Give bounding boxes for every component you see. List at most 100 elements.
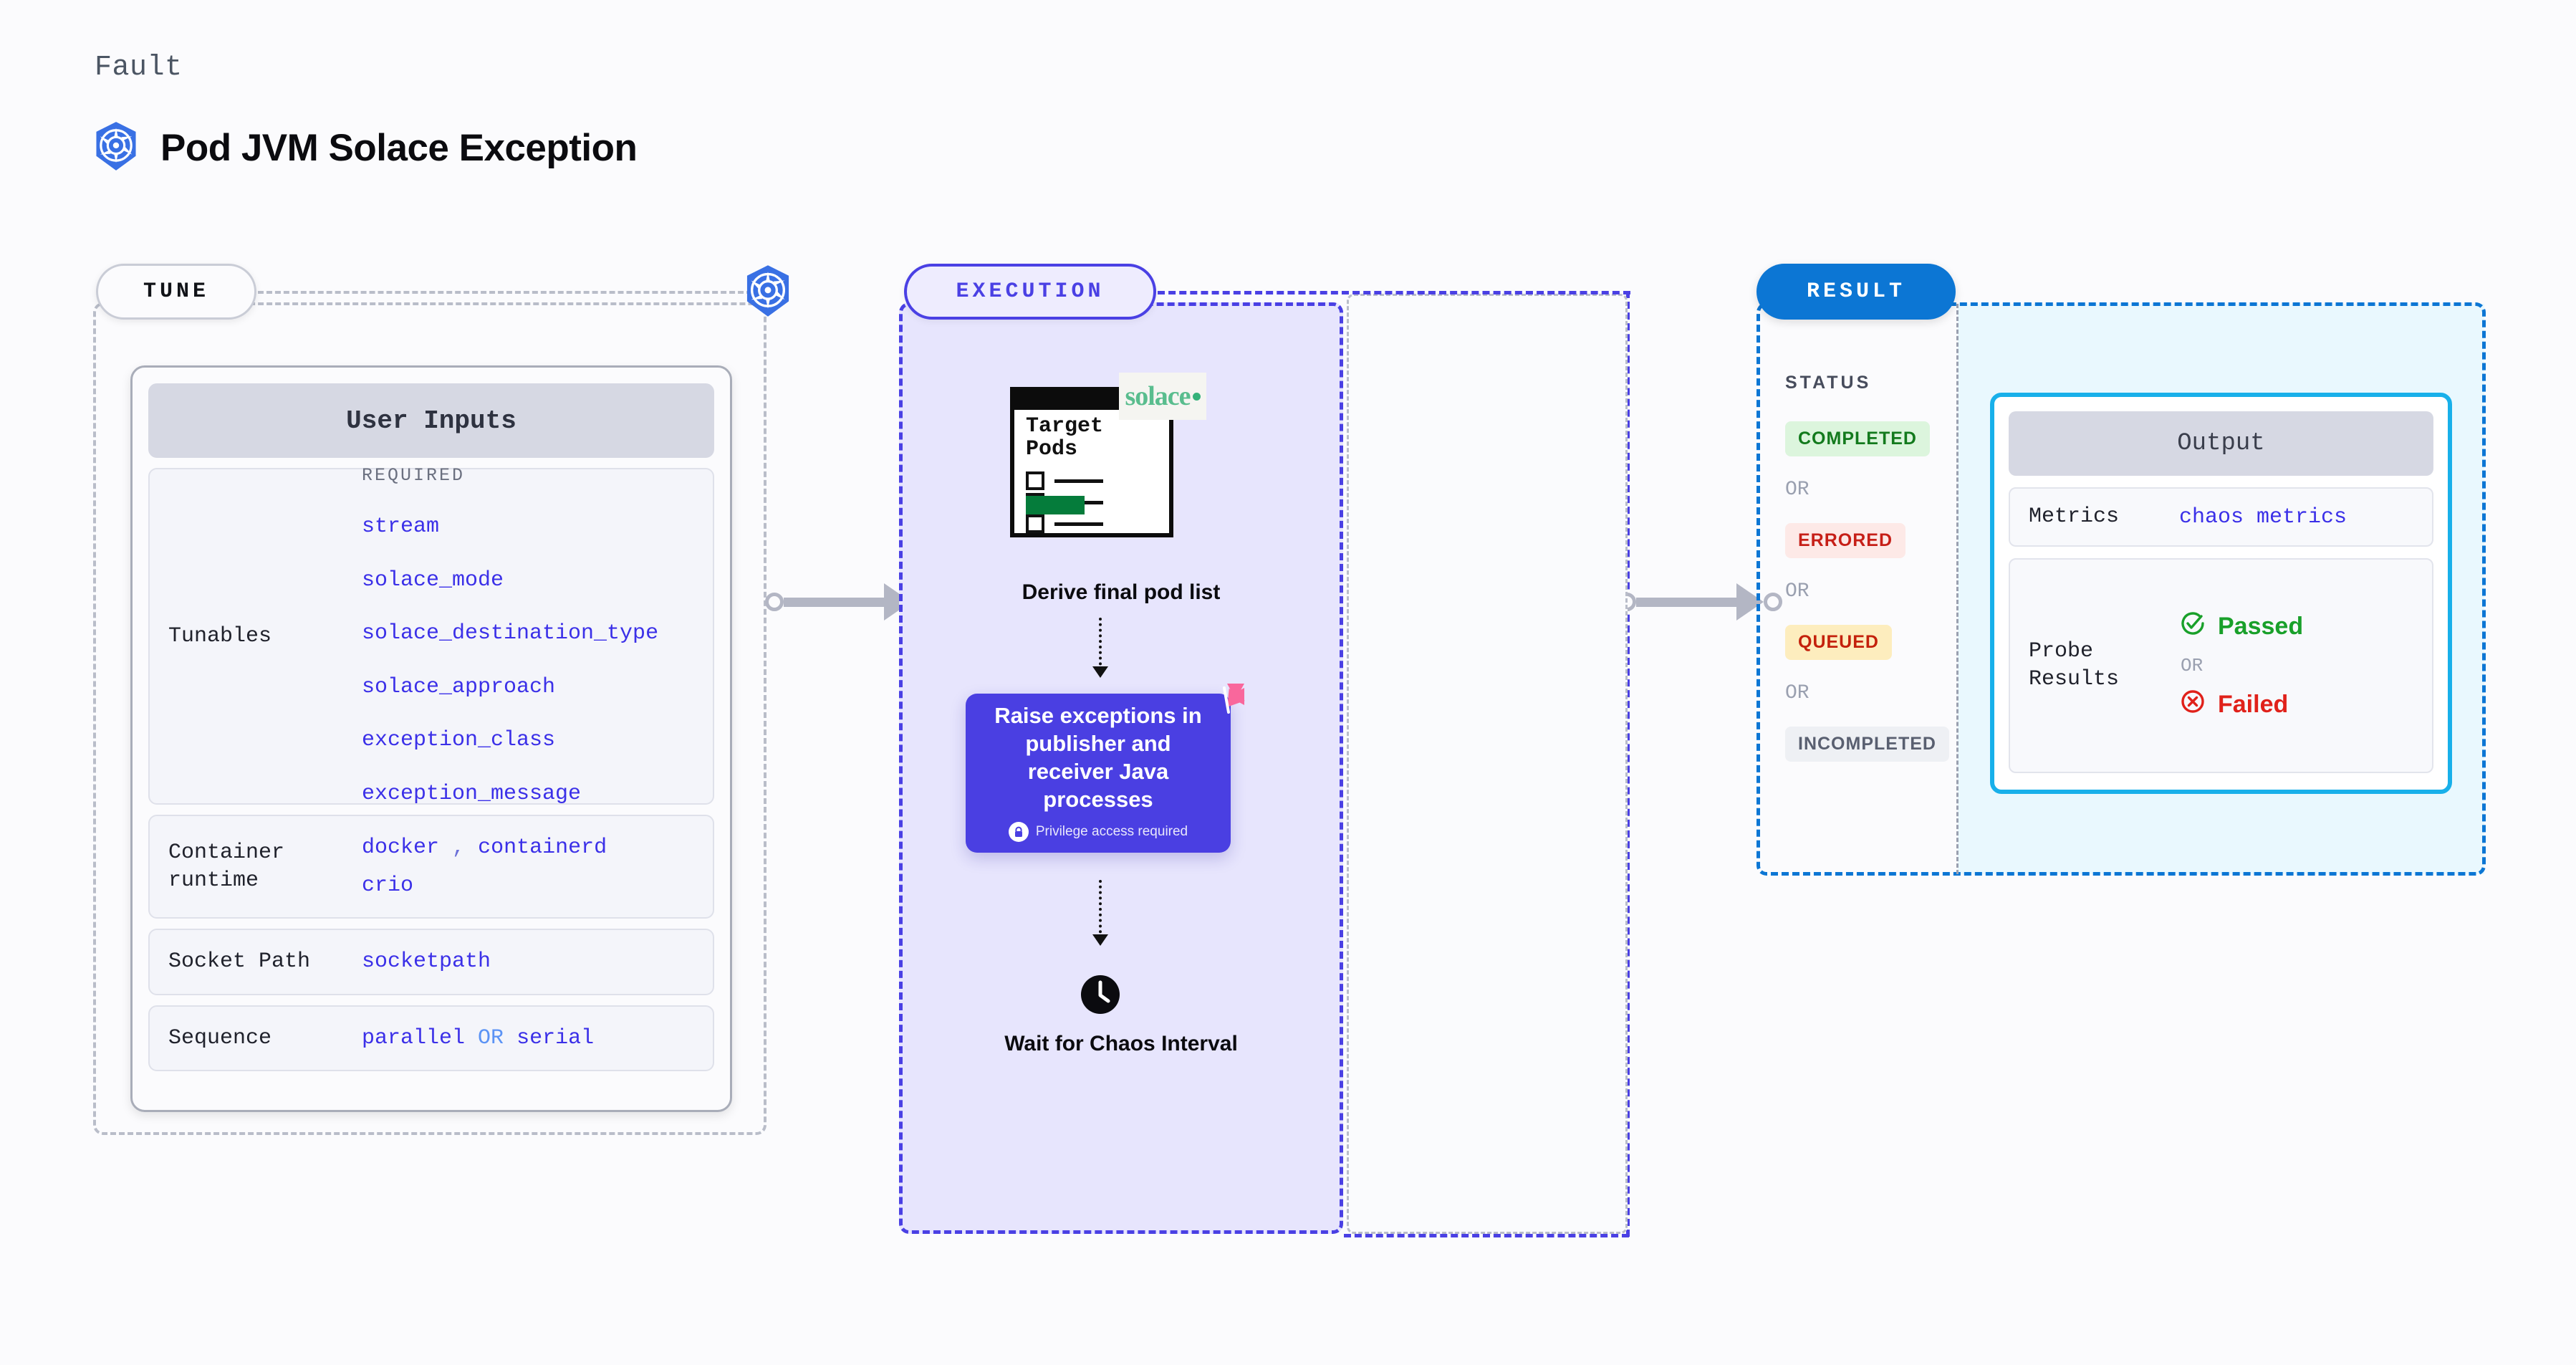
metrics-row: Metrics chaos metrics xyxy=(2009,487,2433,547)
sequence-option[interactable]: parallel xyxy=(362,1025,466,1050)
output-card: Output Metrics chaos metrics Probe Resul… xyxy=(1990,393,2452,794)
container-runtime-row: Container runtime docker , containerd cr… xyxy=(148,815,714,919)
socket-path-value[interactable]: socketpath xyxy=(362,949,491,974)
user-inputs-card: User Inputs Tunables REQUIRED stream sol… xyxy=(130,365,732,1112)
connector-bar xyxy=(784,597,884,607)
page-title-text: Pod JVM Solace Exception xyxy=(160,127,638,169)
result-stage-container xyxy=(1756,302,2486,876)
page-title: Pod JVM Solace Exception xyxy=(92,120,638,176)
tunables-key: Tunables xyxy=(168,623,272,648)
clock-icon xyxy=(1079,973,1122,1016)
arrowhead xyxy=(1092,934,1108,946)
tunable-item[interactable]: stream xyxy=(362,514,440,540)
checklist-item xyxy=(1026,471,1103,490)
output-title: Output xyxy=(2009,411,2433,476)
runtime-option[interactable]: containerd xyxy=(478,835,607,860)
execution-dashed-top xyxy=(1158,291,1630,294)
sequence-separator: OR xyxy=(478,1025,504,1050)
target-pods-title-line1: Target xyxy=(1026,414,1104,439)
metrics-key: Metrics xyxy=(2029,504,2120,529)
probe-results-row: Probe Results Passed OR xyxy=(2009,558,2433,773)
sequence-option[interactable]: serial xyxy=(516,1025,595,1050)
progress-bar xyxy=(1026,496,1085,514)
x-circle-icon xyxy=(2179,688,2206,722)
checklist-item xyxy=(1026,514,1103,533)
connector-end-node xyxy=(1764,593,1782,611)
probe-result-failed: Failed xyxy=(2179,688,2303,722)
line-placeholder xyxy=(1054,479,1103,483)
result-stage-pill[interactable]: RESULT xyxy=(1756,264,1956,320)
execution-dashed-right xyxy=(1626,291,1630,1237)
probe-results-key-text: Probe Results xyxy=(2029,639,2120,691)
solace-logo: solace xyxy=(1119,373,1206,420)
tunable-item[interactable]: exception_class xyxy=(362,728,556,753)
kubernetes-icon xyxy=(92,120,140,176)
status-badge-completed: COMPLETED xyxy=(1785,421,1930,456)
status-badge-queued: QUEUED xyxy=(1785,625,1892,660)
target-pods-title: Target Pods xyxy=(1026,414,1104,461)
sequence-row: Sequence parallel OR serial xyxy=(148,1005,714,1071)
socket-path-row: Socket Path socketpath xyxy=(148,929,714,995)
tune-stage-pill[interactable]: TUNE xyxy=(96,264,256,320)
solace-wordmark: solace xyxy=(1125,381,1191,411)
solace-dot-icon xyxy=(1192,392,1201,401)
tunable-item[interactable]: solace_destination_type xyxy=(362,621,659,646)
sequence-key: Sequence xyxy=(168,1025,272,1050)
checkbox-icon xyxy=(1026,514,1044,533)
status-title: STATUS xyxy=(1785,373,1872,393)
connector-start-node xyxy=(765,593,784,611)
failed-label: Failed xyxy=(2218,691,2289,718)
connector-bar xyxy=(1636,597,1736,607)
tunable-item[interactable]: solace_mode xyxy=(362,567,504,593)
probe-result-passed: Passed xyxy=(2179,610,2303,643)
status-badge-errored: ERRORED xyxy=(1785,523,1906,558)
status-badge-incompleted: INCOMPLETED xyxy=(1785,727,1949,762)
execution-dashed-bottom xyxy=(1344,1234,1629,1237)
checkbox-icon xyxy=(1026,471,1044,490)
tunables-required-label: REQUIRED xyxy=(362,464,466,486)
container-runtime-key: Container runtime xyxy=(168,840,285,893)
derive-pod-list-label: Derive final pod list xyxy=(1022,580,1221,604)
probe-results-values: Passed OR Failed xyxy=(2179,610,2303,722)
dotted-line xyxy=(1099,618,1102,676)
action-card[interactable]: Raise exceptions in publisher and receiv… xyxy=(966,694,1231,853)
flow-arrow-1 xyxy=(1092,618,1108,678)
status-or-label: OR xyxy=(1785,479,1810,501)
passed-label: Passed xyxy=(2218,613,2304,640)
tunables-values: REQUIRED stream solace_mode solace_desti… xyxy=(362,460,658,813)
user-inputs-title: User Inputs xyxy=(148,383,714,458)
fault-eyebrow: Fault xyxy=(95,52,183,84)
tunables-row: Tunables REQUIRED stream solace_mode sol… xyxy=(148,465,714,806)
tunable-item[interactable]: solace_approach xyxy=(362,674,556,699)
litmus-chaos-icon xyxy=(1203,681,1247,725)
execution-stage-pill[interactable]: EXECUTION xyxy=(904,264,1156,320)
privilege-note-text: Privilege access required xyxy=(1035,824,1188,840)
probes-panel xyxy=(1347,294,1628,1234)
line-placeholder xyxy=(1054,522,1103,526)
status-or-label: OR xyxy=(1785,580,1810,603)
check-circle-icon xyxy=(2179,610,2206,643)
arrowhead xyxy=(1092,666,1108,678)
wait-chaos-interval-label: Wait for Chaos Interval xyxy=(1004,1032,1238,1055)
lock-icon xyxy=(1008,822,1029,843)
socket-path-key: Socket Path xyxy=(168,949,311,974)
tune-dashed-connector xyxy=(258,291,752,294)
action-text: Raise exceptions in publisher and receiv… xyxy=(994,702,1202,813)
runtime-option[interactable]: docker xyxy=(362,835,440,860)
flow-arrow-2 xyxy=(1092,880,1108,946)
probe-results-key: Probe Results xyxy=(2029,638,2179,694)
status-or-label: OR xyxy=(1785,682,1810,704)
runtime-separator: , xyxy=(452,835,466,860)
probe-result-or: OR xyxy=(2181,655,2203,676)
kubernetes-icon xyxy=(741,264,795,318)
sequence-values: parallel OR serial xyxy=(362,1020,594,1058)
target-pods-illustration: Target Pods solace xyxy=(1010,373,1206,537)
target-pods-title-line2: Pods xyxy=(1026,436,1078,461)
metrics-value[interactable]: chaos metrics xyxy=(2179,504,2347,530)
tunable-item[interactable]: exception_message xyxy=(362,781,582,806)
runtime-option[interactable]: crio xyxy=(362,873,414,898)
privilege-note: Privilege access required xyxy=(1008,822,1188,843)
result-inner-divider xyxy=(1956,304,1959,874)
container-runtime-values: docker , containerd crio xyxy=(362,829,607,904)
dotted-line xyxy=(1099,880,1102,944)
